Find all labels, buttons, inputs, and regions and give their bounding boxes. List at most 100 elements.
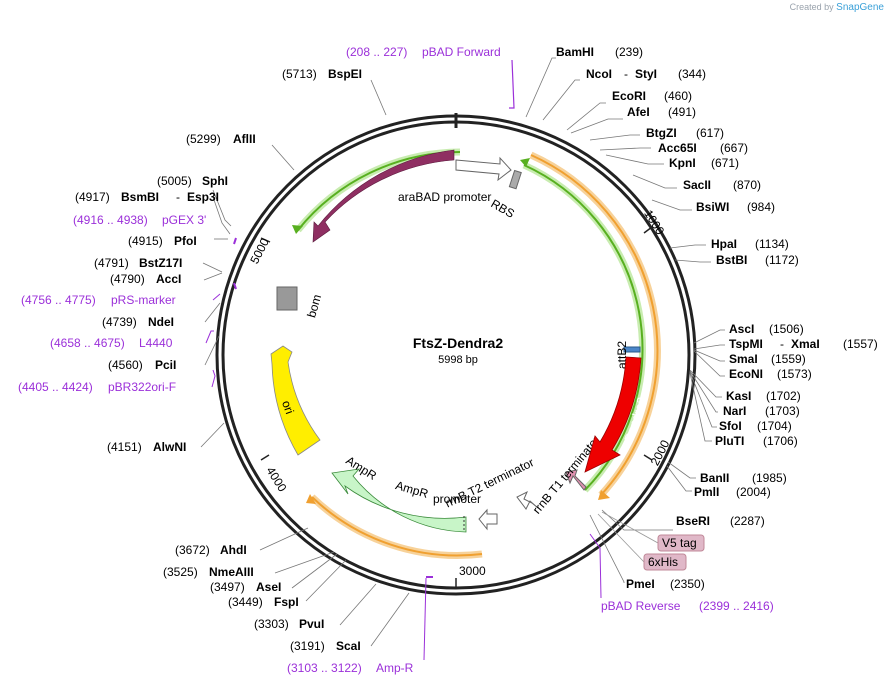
site-BseRI: BseRI — [676, 514, 710, 528]
site-BtgZI: BtgZI — [646, 126, 677, 140]
site-BstZ17I-pos: (4791) — [94, 256, 129, 270]
AmpR-primer-range: (3103 .. 3122) — [287, 661, 362, 675]
site-AflII: AflII — [233, 132, 256, 146]
green-arc-right-tip — [520, 158, 530, 167]
plasmid-size: 5998 bp — [438, 354, 478, 366]
site-FspI-pos: (3449) — [228, 595, 263, 609]
pGEX3-range: (4916 .. 4938) — [73, 213, 148, 227]
site-BsmBI-pos: (4917) — [75, 190, 110, 204]
site-NmeAIII: NmeAIII — [209, 565, 254, 579]
site-AhdI: AhdI — [220, 543, 247, 557]
pGEX3-name: pGEX 3' — [162, 213, 206, 227]
site-SacII-pos: (870) — [733, 178, 761, 192]
site-SfoI-pos: (1704) — [757, 419, 792, 433]
site-AlwNI: AlwNI — [153, 440, 186, 454]
L4440-mark — [205, 330, 214, 344]
site-EcoRI-pos: (460) — [664, 89, 692, 103]
site-ScaI: ScaI — [336, 639, 361, 653]
tick-3000: 3000 — [459, 564, 486, 578]
6xHis-tag-box — [643, 553, 687, 571]
pBR322ori-range: (4405 .. 4424) — [18, 380, 93, 394]
site-Esp3I: Esp3I — [187, 190, 219, 204]
site-PmeI: PmeI — [626, 577, 655, 591]
site-BstBI-pos: (1172) — [765, 253, 799, 267]
site-PfoI: PfoI — [174, 234, 197, 248]
site-BanII-pos: (1985) — [752, 471, 787, 485]
site-BspEI-pos: (5713) — [282, 67, 317, 81]
primer-labels: (208 .. 227) pBAD Forward (4916 .. 4938)… — [18, 45, 774, 675]
site-TspMI-sep: - — [780, 337, 784, 351]
site-NdeI: NdeI — [148, 315, 174, 329]
pBR322ori-name: pBR322ori-F — [108, 380, 176, 394]
AmpR-primer-line — [423, 577, 427, 661]
site-PmlI: PmlI — [694, 485, 719, 499]
araBAD-promoter-arrow — [455, 156, 512, 182]
sites-right: BamHI (239) NcoI - StyI (344) EcoRI (460… — [556, 45, 878, 591]
site-SmaI: SmaI — [729, 352, 758, 366]
site-AseI-pos: (3497) — [210, 580, 245, 594]
pRS-mark — [233, 282, 237, 290]
AmpR-promoter-label-2: promoter — [433, 492, 481, 506]
site-AflII-pos: (5299) — [186, 132, 221, 146]
pBAD-forward-range: (208 .. 227) — [346, 45, 407, 59]
ori-arrow — [270, 345, 321, 456]
site-SphI-pos: (5005) — [157, 174, 192, 188]
site-EcoNI-pos: (1573) — [777, 367, 812, 381]
plasmid-name: FtsZ-Dendra2 — [413, 335, 503, 351]
snapgene-credit: Created by SnapGene — [790, 2, 884, 13]
AmpR-primer-name: Amp-R — [376, 661, 414, 675]
site-HpaI: HpaI — [711, 237, 737, 251]
rrnB-T1-label: rrnB T1 terminator — [530, 433, 603, 516]
site-NarI-pos: (1703) — [765, 404, 800, 418]
site-SmaI-pos: (1559) — [771, 352, 806, 366]
site-PciI-pos: (4560) — [108, 358, 143, 372]
araC-arrow — [312, 149, 455, 243]
site-AscI-pos: (1506) — [769, 322, 804, 336]
site-KasI: KasI — [726, 389, 751, 403]
pBAD-reverse-name: pBAD Reverse — [601, 599, 681, 613]
orange-arc-bottom-head — [306, 494, 316, 504]
leader-lines — [200, 57, 725, 647]
site-SfoI: SfoI — [719, 419, 742, 433]
site-BstBI: BstBI — [716, 253, 747, 267]
site-TspMI: TspMI — [729, 337, 763, 351]
site-PluTI: PluTI — [715, 434, 744, 448]
AmpR-arrow — [331, 468, 467, 533]
site-AscI: AscI — [729, 322, 754, 336]
site-NmeAIII-pos: (3525) — [163, 565, 198, 579]
V5-tag-box — [657, 534, 705, 552]
site-PvuI-pos: (3303) — [254, 617, 289, 631]
site-BamHI: BamHI — [556, 45, 594, 59]
site-KpnI: KpnI — [669, 156, 696, 170]
pRS-range: (4756 .. 4775) — [21, 293, 96, 307]
site-PvuI: PvuI — [299, 617, 324, 631]
site-KasI-pos: (1702) — [766, 389, 801, 403]
site-ScaI-pos: (3191) — [290, 639, 325, 653]
V5-tag-label: V5 tag — [662, 536, 697, 550]
site-AfeI: AfeI — [627, 105, 650, 119]
site-BsmBI-sep: - — [176, 190, 180, 204]
site-EcoNI: EcoNI — [729, 367, 763, 381]
pBAD-reverse-mark — [589, 533, 602, 599]
site-BsmBI: BsmBI — [121, 190, 159, 204]
site-AccI-pos: (4790) — [110, 272, 145, 286]
site-EcoRI: EcoRI — [612, 89, 646, 103]
site-Acc65I-pos: (667) — [720, 141, 748, 155]
site-NdeI-pos: (4739) — [102, 315, 137, 329]
site-StyI: StyI — [635, 67, 657, 81]
site-PfoI-pos: (4915) — [128, 234, 163, 248]
attB2-box — [623, 346, 641, 353]
pBR322ori-mark — [211, 369, 216, 388]
site-AccI: AccI — [156, 272, 181, 286]
site-KpnI-pos: (671) — [711, 156, 739, 170]
AmpR-promoter-label-1: AmpR — [394, 478, 430, 501]
credit-prefix: Created by — [789, 2, 834, 12]
AmpR-promoter-arrow — [478, 508, 498, 531]
green-arc-top-head — [292, 225, 303, 234]
site-AlwNI-pos: (4151) — [107, 440, 142, 454]
rrnB-T2-arrow — [516, 490, 539, 510]
ori-label: ori — [279, 399, 297, 416]
L4440-name: L4440 — [139, 336, 173, 350]
primer-marks — [205, 59, 602, 661]
